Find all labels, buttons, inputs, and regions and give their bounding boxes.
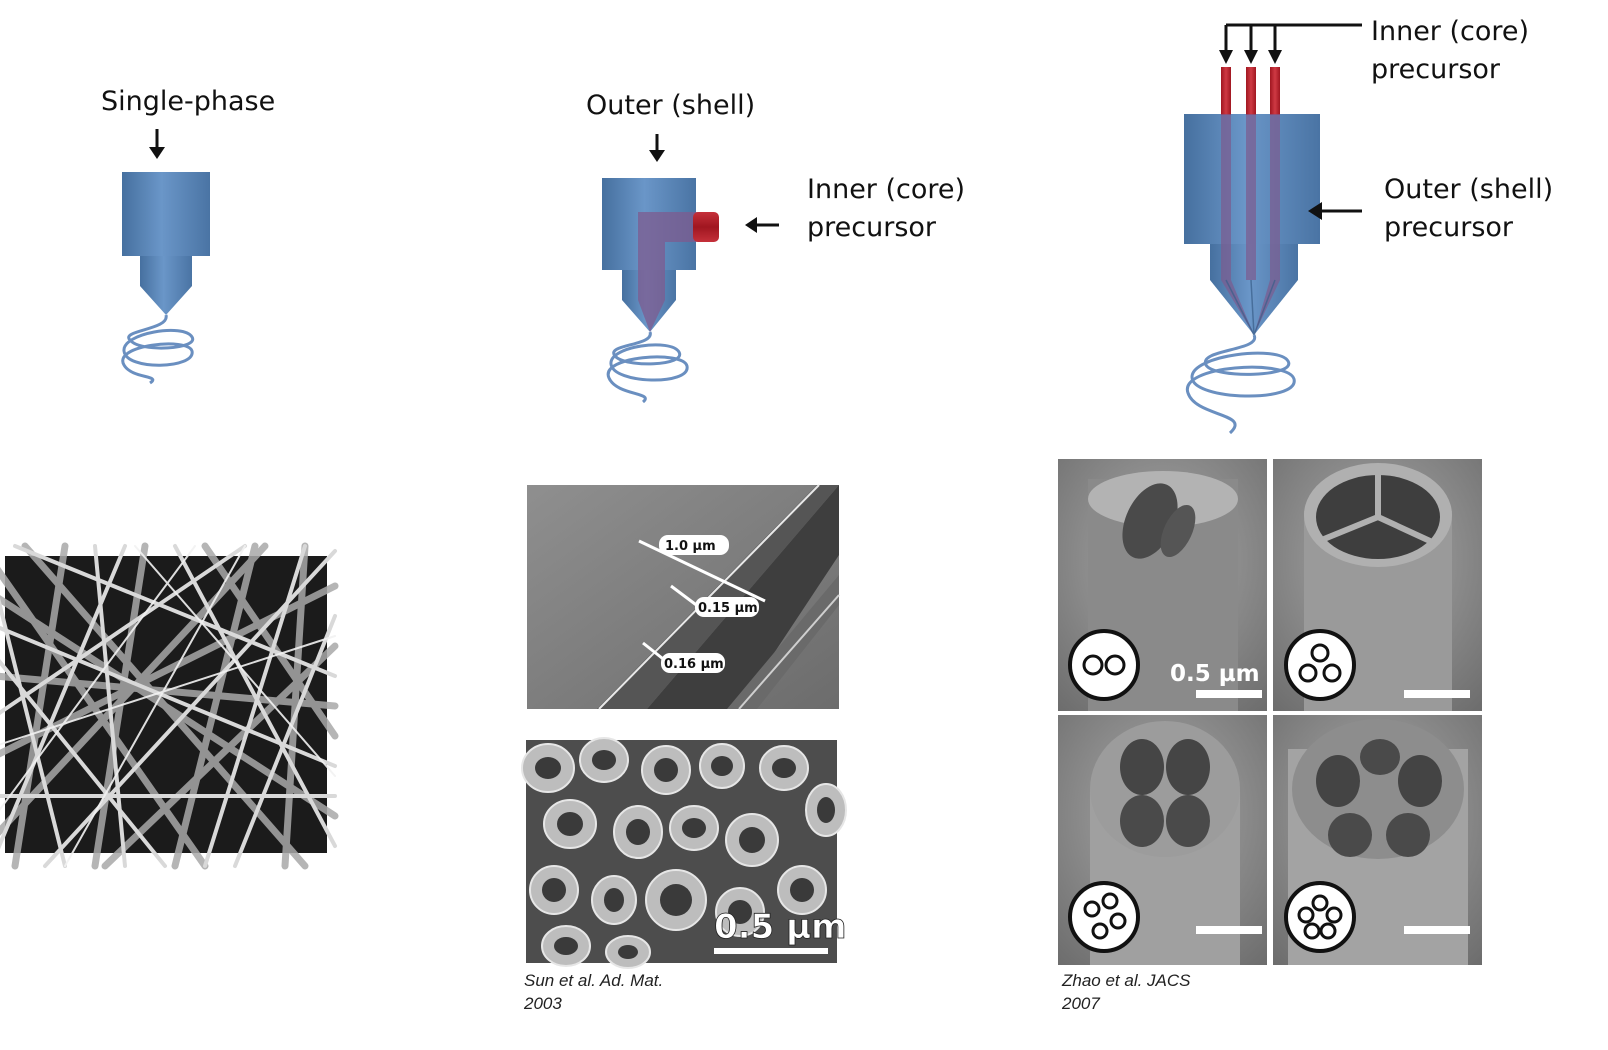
- inner-precursor-label: precursor: [1371, 54, 1501, 85]
- multichannel-nozzle: [1184, 23, 1362, 435]
- outer-shell-label: Outer (shell): [586, 90, 756, 121]
- inner-core-label: Inner (core): [807, 174, 966, 205]
- outer-precursor-label: precursor: [1384, 212, 1514, 243]
- down-arrow-icon: [649, 134, 665, 162]
- two-channel-tube-image: 0.5 µm: [1058, 459, 1267, 711]
- coaxial-nozzle: [602, 134, 779, 404]
- grid-scale-label: 0.5 µm: [1170, 661, 1260, 687]
- outer-shell-label: Outer (shell): [1384, 174, 1554, 205]
- four-channel-tube-image: [1058, 715, 1267, 965]
- tem-measurement-label: 0.16 µm: [664, 657, 724, 672]
- citation-text: Sun et al. Ad. Mat.: [524, 971, 664, 990]
- five-channel-tube-image: [1273, 715, 1482, 965]
- sem-scale-label: 0.5 µm: [714, 907, 847, 947]
- multichannel-sem-grid: 0.5 µm: [1058, 459, 1482, 965]
- inner-precursor-label: precursor: [807, 212, 937, 243]
- hollow-fiber-tem-image: 1.0 µm 0.15 µm 0.16 µm: [527, 484, 840, 710]
- citation-year: 2007: [1062, 994, 1100, 1013]
- inner-core-label: Inner (core): [1371, 16, 1530, 47]
- citation-sun: Sun et al. Ad. Mat. 2003: [524, 969, 663, 1015]
- down-arrow-icon: [149, 129, 165, 159]
- single-phase-label: Single-phase: [101, 86, 276, 117]
- left-arrow-icon: [745, 217, 779, 233]
- tem-measurement-label: 1.0 µm: [665, 539, 716, 554]
- citation-zhao: Zhao et al. JACS 2007: [1062, 969, 1191, 1015]
- single-phase-nozzle: [121, 129, 210, 385]
- down-arrow-icon: [1224, 23, 1362, 53]
- citation-year: 2003: [524, 994, 562, 1013]
- nanotube-bundle-sem-image: 0.5 µm: [521, 737, 847, 969]
- random-nanofiber-mat-image: [0, 542, 339, 870]
- tem-measurement-label: 0.15 µm: [698, 601, 758, 616]
- three-channel-tube-image: [1273, 459, 1482, 711]
- left-arrow-icon: [1308, 202, 1362, 220]
- citation-text: Zhao et al. JACS: [1062, 971, 1191, 990]
